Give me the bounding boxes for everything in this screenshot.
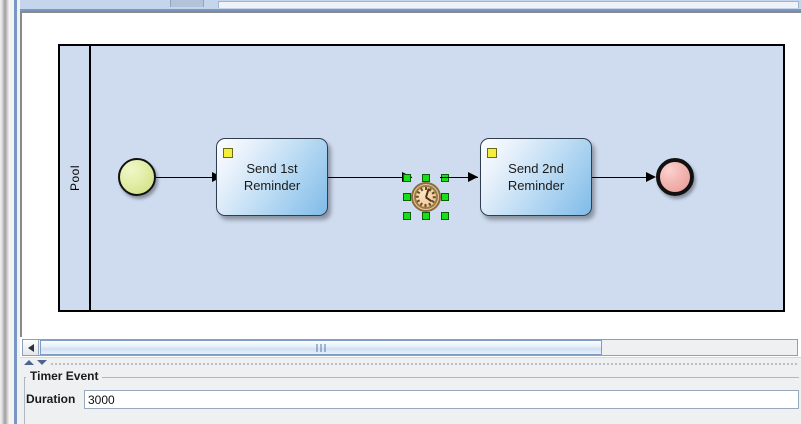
properties-group-title: Timer Event (26, 369, 103, 383)
start-event[interactable] (118, 158, 156, 196)
triangle-down-icon[interactable] (37, 360, 47, 365)
properties-group-border (24, 377, 799, 424)
window-frame-left (14, 0, 17, 424)
grip-lines-icon (316, 344, 326, 352)
sequence-flow-task1-to-timer[interactable] (328, 177, 412, 178)
selection-handle-se[interactable] (441, 212, 449, 220)
scrollbar-thumb[interactable] (40, 340, 602, 355)
tab-selected[interactable] (170, 0, 204, 7)
clock-tick (425, 204, 427, 207)
arrowhead-icon (646, 172, 656, 182)
selection-handle-nw[interactable] (403, 174, 411, 182)
pool-header[interactable]: Pool (60, 46, 91, 310)
task-send-2nd-reminder[interactable]: Send 2nd Reminder (480, 138, 592, 216)
selection-handle-s[interactable] (422, 212, 430, 220)
property-row-duration: Duration (26, 390, 799, 409)
task-label: Send 2nd Reminder (507, 161, 565, 193)
scroll-left-button[interactable] (23, 340, 39, 355)
divider-grip-dots (50, 363, 799, 365)
task-label: Send 1st Reminder (243, 161, 301, 193)
end-event[interactable] (656, 158, 694, 196)
window-left-gap (9, 0, 14, 424)
window-left-shadow (0, 0, 9, 424)
send-task-message-icon (223, 148, 233, 158)
intermediate-timer-event[interactable] (403, 174, 449, 220)
sequence-flow-task2-to-end[interactable] (592, 177, 654, 178)
arrowhead-icon (468, 172, 478, 182)
selection-handle-sw[interactable] (403, 212, 411, 220)
canvas-horizontal-scrollbar[interactable] (22, 339, 798, 356)
clock-tick (433, 196, 436, 198)
window-frame-inner (17, 0, 20, 424)
clock-tick (415, 196, 419, 198)
tab-adjacent[interactable] (218, 1, 799, 8)
clock-tick (425, 187, 427, 190)
sequence-flow-start-to-task1[interactable] (156, 177, 216, 178)
task-send-1st-reminder[interactable]: Send 1st Reminder (216, 138, 328, 216)
pool-label: Pool (67, 164, 82, 192)
selection-handle-ne[interactable] (441, 174, 449, 182)
diagram-canvas[interactable]: Pool Send 1st Reminder (22, 13, 801, 335)
duration-label: Duration (26, 392, 76, 406)
send-task-message-icon (487, 148, 497, 158)
selection-handle-n[interactable] (422, 174, 430, 182)
triangle-up-icon[interactable] (24, 360, 34, 365)
selection-handle-e[interactable] (441, 193, 449, 201)
editor-tab-strip (20, 0, 801, 11)
sequence-flow-timer-to-task2[interactable] (440, 177, 478, 178)
selection-handle-w[interactable] (403, 193, 411, 201)
duration-input[interactable] (84, 390, 799, 409)
